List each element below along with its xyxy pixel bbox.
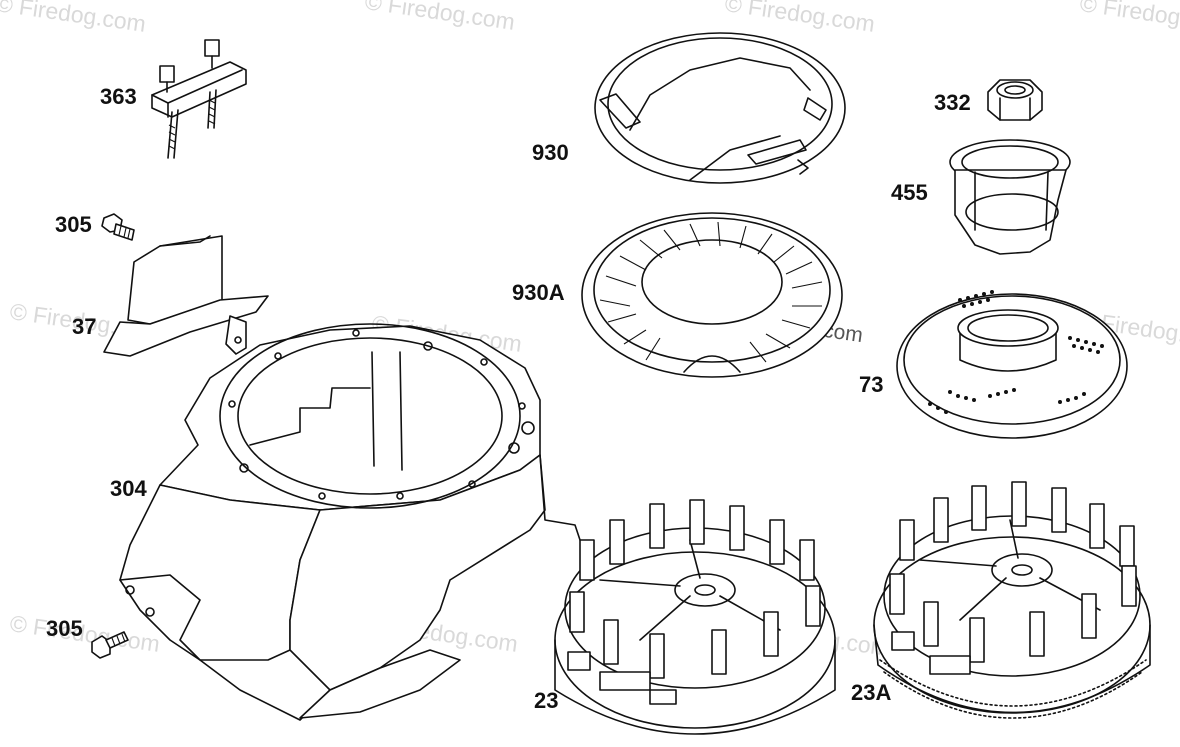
part-305-bolt-bottom — [91, 631, 129, 659]
part-label-305-top: 305 — [55, 212, 92, 237]
part-23A-flywheel — [873, 481, 1151, 719]
part-label-930A: 930A — [512, 280, 565, 305]
part-73-cover — [896, 290, 1128, 439]
part-332-nut — [987, 79, 1043, 121]
part-label-304: 304 — [110, 476, 147, 501]
part-930-cover — [594, 32, 846, 184]
part-label-37: 37 — [72, 314, 97, 339]
part-label-363: 363 — [100, 84, 137, 109]
part-label-23A: 23A — [851, 680, 892, 705]
part-23-flywheel — [554, 499, 836, 735]
part-label-73: 73 — [859, 372, 884, 397]
part-363-bracket — [151, 39, 247, 159]
part-37-baffle — [103, 235, 269, 357]
part-930A-screen — [581, 212, 843, 378]
part-label-305-bottom: 305 — [46, 616, 83, 641]
part-label-23-partial: 23 — [534, 688, 559, 713]
part-304-blower-housing — [119, 323, 581, 721]
part-label-930: 930 — [532, 140, 569, 165]
part-label-332: 332 — [934, 90, 971, 115]
part-305-bolt-top — [101, 213, 135, 241]
part-label-455: 455 — [891, 180, 928, 205]
part-455-cup — [949, 139, 1071, 255]
